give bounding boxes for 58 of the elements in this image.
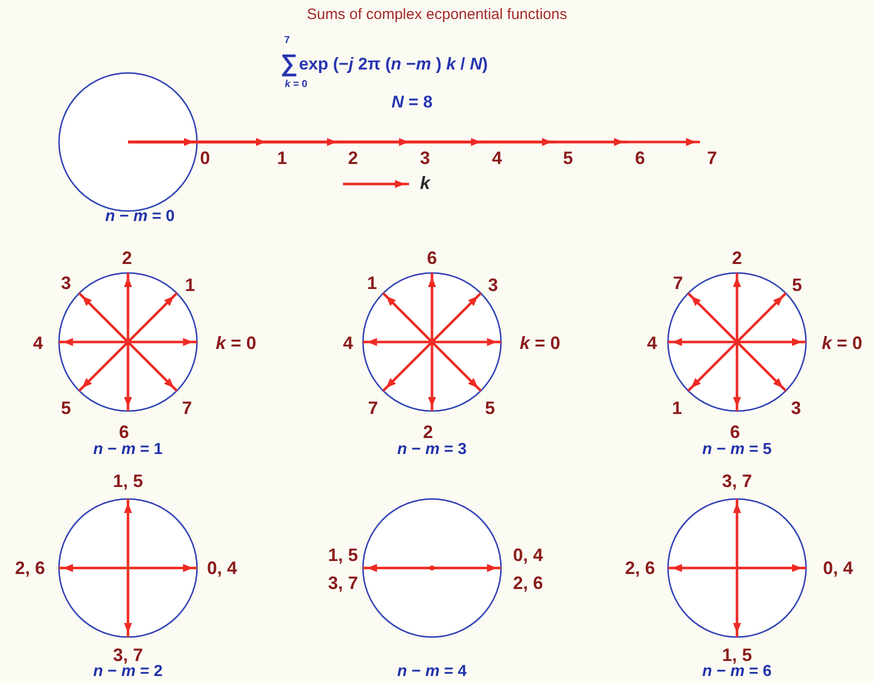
phasor-index: 3 <box>61 274 71 292</box>
phasor-index: 4 <box>343 334 353 352</box>
phasor-index: k = 0 <box>520 334 560 352</box>
circle-caption: n − m = 0 <box>105 209 175 225</box>
formula-limit: k = 0 <box>284 80 308 90</box>
phasor-index: 3, 7 <box>722 472 752 490</box>
phasor-index: 1 <box>367 274 377 292</box>
phasor-index: 2, 6 <box>14 559 46 577</box>
phasor-index: 2 <box>122 249 132 267</box>
summation-sign: ∑ <box>280 52 298 76</box>
phasor-index: k = 0 <box>822 334 862 352</box>
phasor-index: 4 <box>33 334 43 352</box>
circle-caption: n − m = 1 <box>93 442 163 458</box>
phasor-index: 3, 7 <box>328 574 358 592</box>
phasor-index: 2 <box>732 249 742 267</box>
phasor-index: 4 <box>647 334 657 352</box>
formula-text: exp (−j 2π (n −m ) k / N) <box>299 56 488 72</box>
phasor-index: 5 <box>485 399 495 417</box>
legend-text: k <box>420 174 430 192</box>
phasor-index: 3 <box>488 276 498 294</box>
phasor-index: 6 <box>119 423 129 441</box>
diagram-title: Sums of complex ecponential functions <box>306 6 568 23</box>
axis-number: 2 <box>348 149 358 167</box>
axis-number: 6 <box>635 149 645 167</box>
axis-number: 3 <box>420 149 430 167</box>
phasor-index: 1 <box>185 276 195 294</box>
axis-number: 0 <box>200 149 210 167</box>
circle-caption: n − m = 3 <box>397 442 467 458</box>
phasor-index: 1 <box>672 399 682 417</box>
circle-caption: n − m = 4 <box>397 664 467 680</box>
phasor-index: 0, 4 <box>512 546 544 564</box>
axis-number: 4 <box>492 149 502 167</box>
phasor-index: 5 <box>792 276 802 294</box>
phasor-index: 1, 5 <box>328 546 358 564</box>
phasor-index: k = 0 <box>216 334 256 352</box>
circle-caption: n − m = 2 <box>93 664 163 680</box>
phasor-index: 3 <box>791 399 801 417</box>
formula-limit: 7 <box>284 36 290 46</box>
phasor-index: 5 <box>61 399 71 417</box>
axis-number: 7 <box>707 149 717 167</box>
formula-text: N = 8 <box>391 94 433 110</box>
axis-number: 5 <box>563 149 573 167</box>
axis-number: 1 <box>277 149 287 167</box>
phasor-index: 2, 6 <box>512 574 544 592</box>
phasor-index: 1, 5 <box>112 472 144 490</box>
phasor-index: 1, 5 <box>722 646 752 664</box>
phasor-index: 2 <box>423 423 433 441</box>
phasor-index: 7 <box>368 399 378 417</box>
phasor-index: 7 <box>182 399 192 417</box>
phasor-index: 6 <box>730 423 740 441</box>
phasor-index: 6 <box>427 249 437 267</box>
phasor-index: 3, 7 <box>112 646 144 664</box>
circle-caption: n − m = 5 <box>702 442 772 458</box>
phasor-index: 2, 6 <box>624 559 656 577</box>
phasor-index: 0, 4 <box>822 559 854 577</box>
phasor-index: 7 <box>673 274 683 292</box>
circle-caption: n − m = 6 <box>702 664 772 680</box>
phasor-index: 0, 4 <box>206 559 238 577</box>
